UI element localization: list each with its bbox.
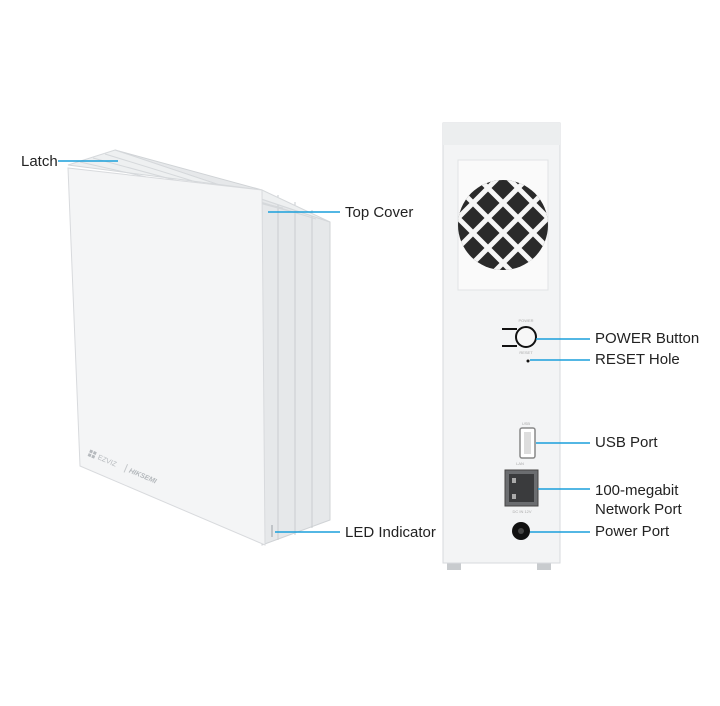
label-network-port-line2: Network Port — [595, 501, 682, 518]
printed-dc-in: DC IN 12V — [512, 509, 531, 514]
power-button[interactable] — [502, 328, 517, 347]
label-reset-hole: RESET Hole — [595, 351, 680, 368]
reset-hole[interactable] — [526, 359, 530, 363]
label-power-port: Power Port — [595, 523, 670, 540]
led-indicator — [271, 525, 273, 537]
label-top-cover: Top Cover — [345, 204, 414, 221]
front-panel — [67, 167, 266, 546]
label-usb-port: USB Port — [595, 434, 658, 451]
right-device: POWER RESET USB LAN DC IN 12V — [442, 122, 561, 570]
printed-usb: USB — [522, 421, 531, 426]
label-network-port-line1: 100-megabit — [595, 482, 679, 499]
printed-lan: LAN — [516, 461, 524, 466]
printed-reset: RESET — [519, 350, 533, 355]
callout-lines — [58, 160, 590, 533]
fan-grill — [457, 159, 549, 291]
label-led-indicator: LED Indicator — [345, 524, 436, 541]
printed-power: POWER — [518, 318, 533, 323]
label-power-button: POWER Button — [595, 330, 700, 347]
left-device: EZVIZ HIKSEMI — [67, 149, 331, 546]
label-latch: Latch — [21, 153, 58, 170]
power-button-ring[interactable] — [515, 326, 537, 348]
